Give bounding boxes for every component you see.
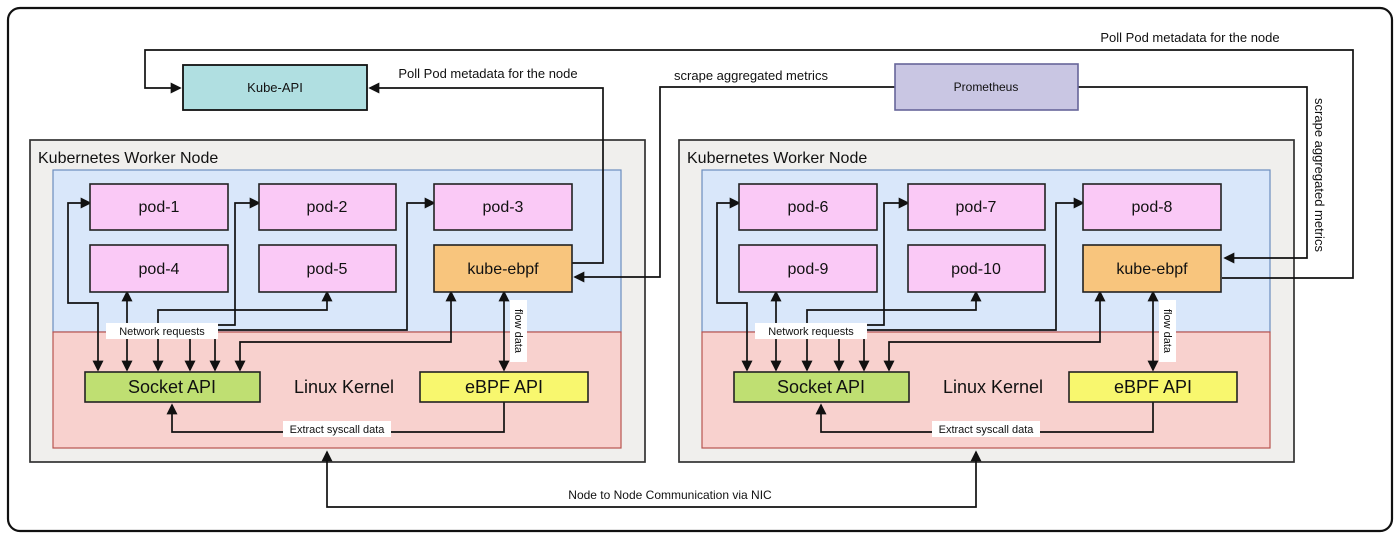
pod-10-box xyxy=(907,244,1046,293)
pod-6-label: pod-6 xyxy=(788,199,829,216)
pod-6-box xyxy=(738,183,878,231)
pod-4-box xyxy=(89,244,229,293)
ebpf-api-2-box xyxy=(1068,371,1238,403)
network-requests-1-bg xyxy=(106,323,218,339)
linux-kernel-1-label: Linux Kernel xyxy=(294,377,394,397)
edge-n2-agent-socket xyxy=(883,290,1106,372)
network-requests-1-label: Network requests xyxy=(119,326,205,338)
pod-7-box xyxy=(907,183,1046,231)
socket-api-1-box xyxy=(84,371,261,403)
edge-prometheus-to-leftagent xyxy=(573,86,895,283)
flow-data-1-bg xyxy=(510,300,527,362)
pod-3-box xyxy=(433,183,573,231)
edge-n2-pod6-socket xyxy=(716,197,753,372)
extract-syscall-2-label: Extract syscall data xyxy=(939,424,1035,436)
pod-2-label: pod-2 xyxy=(307,199,348,216)
flow-data-2-bg xyxy=(1159,300,1176,362)
pod-5-box xyxy=(258,244,397,293)
prometheus-box xyxy=(894,63,1079,111)
edge-n1-agent-socket xyxy=(234,290,457,372)
pod-5-label: pod-5 xyxy=(307,261,348,278)
network-requests-2-bg xyxy=(755,323,867,339)
socket-api-2-label: Socket API xyxy=(777,377,865,397)
edge-n1-pod1-socket xyxy=(67,197,104,372)
pod-10-label: pod-10 xyxy=(951,261,1001,278)
socket-api-2-box xyxy=(733,371,910,403)
ebpf-api-2-label: eBPF API xyxy=(1114,377,1192,397)
scrape-metrics-left-label: scrape aggregated metrics xyxy=(674,68,828,83)
kube-ebpf-2-box xyxy=(1082,244,1222,293)
node-to-node-label: Node to Node Communication via NIC xyxy=(568,488,772,502)
edge-node-to-node xyxy=(321,450,982,508)
extract-syscall-2-bg xyxy=(932,421,1040,437)
kube-ebpf-1-label: kube-ebpf xyxy=(467,261,539,278)
pod-4-label: pod-4 xyxy=(139,261,180,278)
pod-7-label: pod-7 xyxy=(956,199,997,216)
pod-8-label: pod-8 xyxy=(1132,199,1173,216)
flow-data-1-label: flow data xyxy=(512,309,524,354)
prometheus-label: Prometheus xyxy=(954,80,1019,94)
kube-ebpf-1-box xyxy=(433,244,573,293)
kube-api-label: Kube-API xyxy=(247,80,303,95)
socket-api-1-label: Socket API xyxy=(128,377,216,397)
edge-prometheus-to-rightagent xyxy=(1078,86,1308,264)
edge-leftagent-to-kubeapi xyxy=(368,82,604,264)
poll-metadata-left-label: Poll Pod metadata for the node xyxy=(398,66,577,81)
pod-9-box xyxy=(738,244,878,293)
pod-9-label: pod-9 xyxy=(788,261,829,278)
pod-1-label: pod-1 xyxy=(139,199,180,216)
ebpf-api-1-label: eBPF API xyxy=(465,377,543,397)
flow-data-2-label: flow data xyxy=(1161,309,1173,354)
pod-1-box xyxy=(89,183,229,231)
worker-node-2-title: Kubernetes Worker Node xyxy=(687,150,867,167)
network-requests-2-label: Network requests xyxy=(768,326,854,338)
scrape-metrics-right-label: scrape aggregated metrics xyxy=(1312,98,1327,252)
pod-8-box xyxy=(1082,183,1222,231)
linux-kernel-2-label: Linux Kernel xyxy=(943,377,1043,397)
pod-2-box xyxy=(258,183,397,231)
pod-3-label: pod-3 xyxy=(483,199,524,216)
edge-rightagent-to-kubeapi xyxy=(144,49,1354,279)
poll-metadata-right-label: Poll Pod metadata for the node xyxy=(1100,30,1279,45)
ebpf-api-1-box xyxy=(419,371,589,403)
extract-syscall-1-label: Extract syscall data xyxy=(290,424,386,436)
kube-ebpf-2-label: kube-ebpf xyxy=(1116,261,1188,278)
extract-syscall-1-bg xyxy=(283,421,391,437)
worker-node-1-title: Kubernetes Worker Node xyxy=(38,150,218,167)
kube-api-box xyxy=(182,64,368,111)
